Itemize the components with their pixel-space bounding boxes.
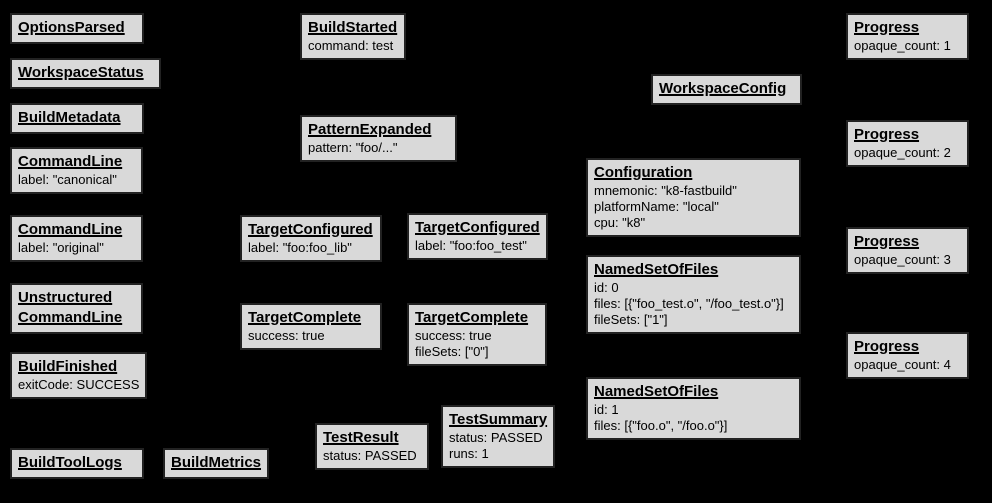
node-title: BuildStarted [308,19,398,36]
node-field: opaque_count: 2 [854,145,951,160]
node-pattern-expanded: PatternExpanded pattern: "foo/..." [300,115,457,162]
node-field: fileSets: ["0"] [415,344,489,359]
node-test-result: TestResult status: PASSED [315,423,429,470]
node-title: Progress [854,126,920,143]
node-field: pattern: "foo/..." [308,140,398,155]
node-build-tool-logs: BuildToolLogs [10,448,144,479]
node-title: BuildFinished [18,358,118,375]
node-target-configured-foo-lib: TargetConfigured label: "foo:foo_lib" [240,215,382,262]
node-title: BuildMetrics [171,454,262,471]
node-field: label: "canonical" [18,172,117,187]
node-title: TestSummary [449,411,548,428]
node-field: label: "original" [18,240,104,255]
node-field: platformName: "local" [594,199,719,214]
node-field: id: 0 [594,280,619,295]
node-field: opaque_count: 3 [854,252,951,267]
node-command-line-canonical: CommandLine label: "canonical" [10,147,143,194]
node-progress-3: Progress opaque_count: 3 [846,227,969,274]
node-title: WorkspaceConfig [659,80,787,97]
node-target-configured-foo-test: TargetConfigured label: "foo:foo_test" [407,213,548,260]
node-title: CommandLine [18,309,123,326]
node-field: status: PASSED [323,448,417,463]
node-field: label: "foo:foo_test" [415,238,527,253]
node-command-line-original: CommandLine label: "original" [10,215,143,262]
node-field: id: 1 [594,402,619,417]
node-field: opaque_count: 4 [854,357,951,372]
node-title: NamedSetOfFiles [594,261,719,278]
node-title: Unstructured [18,289,113,306]
node-title: TargetConfigured [248,221,373,238]
node-field: success: true [415,328,492,343]
node-field: mnemonic: "k8-fastbuild" [594,183,737,198]
node-field: files: [{"foo.o", "/foo.o"}] [594,418,728,433]
node-target-complete-foo-lib: TargetComplete success: true [240,303,382,350]
node-build-metadata: BuildMetadata [10,103,144,134]
node-title: CommandLine [18,153,123,170]
node-field: files: [{"foo_test.o", "/foo_test.o"}] [594,296,784,311]
node-title: NamedSetOfFiles [594,383,719,400]
node-build-finished: BuildFinished exitCode: SUCCESS [10,352,148,399]
node-title: Progress [854,19,920,36]
node-field: fileSets: ["1"] [594,312,668,327]
node-field: success: true [248,328,325,343]
node-field: opaque_count: 1 [854,38,951,53]
node-progress-2: Progress opaque_count: 2 [846,120,969,167]
node-workspace-config: WorkspaceConfig [651,74,802,105]
node-title: CommandLine [18,221,123,238]
node-title: BuildToolLogs [18,454,122,471]
node-title: TestResult [323,429,399,446]
node-title: OptionsParsed [18,19,125,36]
node-title: Progress [854,338,920,355]
node-field: runs: 1 [449,446,489,461]
node-title: BuildMetadata [18,109,121,126]
node-progress-4: Progress opaque_count: 4 [846,332,969,379]
node-build-metrics: BuildMetrics [163,448,270,479]
node-options-parsed: OptionsParsed [10,13,144,44]
node-title: PatternExpanded [308,121,432,138]
node-title: WorkspaceStatus [18,64,144,81]
node-field: status: PASSED [449,430,543,445]
node-progress-1: Progress opaque_count: 1 [846,13,969,60]
node-configuration: Configuration mnemonic: "k8-fastbuild"pla… [586,158,801,237]
node-field: exitCode: SUCCESS [18,377,140,392]
node-title: Progress [854,233,920,250]
node-workspace-status: WorkspaceStatus [10,58,161,89]
node-title: TargetComplete [415,309,529,326]
node-field: command: test [308,38,394,53]
node-field: label: "foo:foo_lib" [248,240,352,255]
node-title: TargetComplete [248,309,362,326]
node-title: TargetConfigured [415,219,540,236]
node-build-started: BuildStarted command: test [300,13,406,60]
node-title: Configuration [594,164,693,181]
node-field: cpu: "k8" [594,215,646,230]
